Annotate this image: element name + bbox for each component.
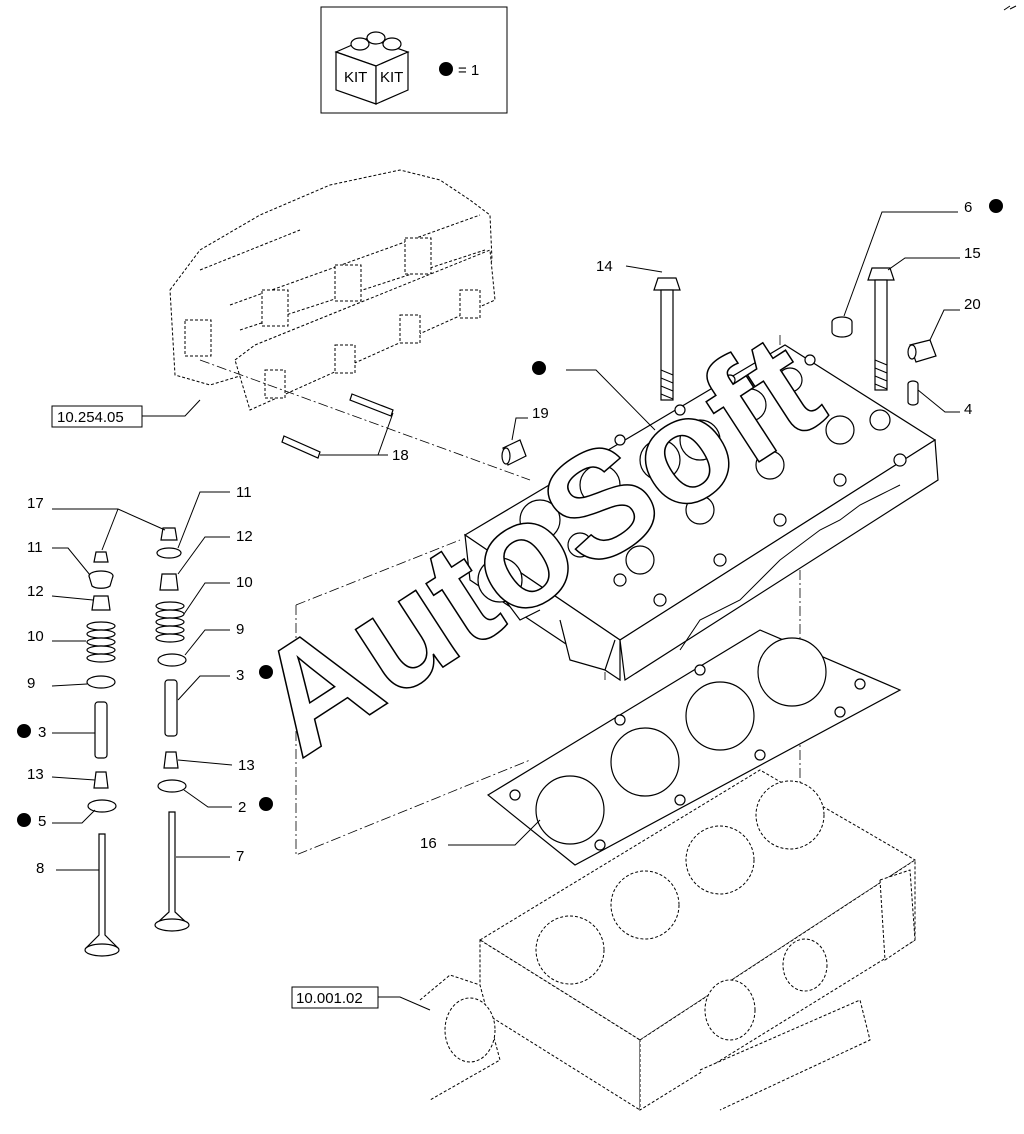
plug-6 — [831, 316, 853, 338]
callout-11-left: 11 — [27, 539, 43, 556]
callout-19: 19 — [532, 405, 549, 422]
kit-dot-head — [532, 361, 546, 375]
valve-spring-10-right — [155, 601, 185, 643]
callout-3-left: 3 — [38, 724, 46, 741]
spring-retainer-11-right — [156, 547, 182, 559]
kit-dot-6 — [989, 199, 1003, 213]
callout-10-left: 10 — [27, 628, 44, 645]
valve-train-right — [154, 527, 190, 932]
corner-mark — [1003, 5, 1017, 11]
callout-7: 7 — [236, 848, 244, 865]
bushing-20 — [907, 339, 937, 363]
valve-part-12-left — [91, 595, 111, 611]
kit-dot-2 — [259, 797, 273, 811]
ref-engine-block[interactable]: 10.001.02 — [291, 986, 431, 1011]
valve-guide-3-right — [164, 679, 178, 737]
valve-seal-13-right — [163, 751, 179, 769]
valve-guide-3-left — [94, 701, 108, 759]
ref-exhaust-manifold[interactable]: 10.254.05 — [51, 399, 201, 428]
kit-dot-icon — [439, 62, 453, 76]
head-gasket — [486, 629, 902, 866]
callout-12-left: 12 — [27, 583, 44, 600]
callout-9-right: 9 — [236, 621, 244, 638]
callout-8: 8 — [36, 860, 44, 877]
engine-block — [419, 769, 916, 1111]
kit-label-right: KIT — [380, 69, 403, 86]
valve-7 — [154, 811, 190, 925]
kit-box-icon: KIT KIT — [334, 31, 410, 105]
callout-20: 20 — [964, 296, 981, 313]
valve-part-12-right — [159, 573, 179, 591]
callout-13-right: 13 — [238, 757, 255, 774]
kit-dot-3-right — [259, 665, 273, 679]
ref-exhaust-manifold-label: 10.254.05 — [57, 409, 124, 426]
valve-train-left — [84, 551, 120, 957]
bushing-19 — [501, 439, 527, 466]
callout-6: 6 — [964, 199, 972, 216]
spring-seat-9-left — [86, 675, 116, 689]
valve-seal-13-left — [93, 771, 109, 789]
valve-keeper-17-left — [93, 551, 109, 563]
exhaust-manifold — [169, 169, 496, 411]
callout-2: 2 — [238, 799, 246, 816]
callout-14: 14 — [596, 258, 613, 275]
callout-4: 4 — [964, 401, 972, 418]
callout-13-left: 13 — [27, 766, 44, 783]
kit-dot-5 — [17, 813, 31, 827]
callout-15: 15 — [964, 245, 981, 262]
kit-equals-label: = 1 — [458, 62, 479, 79]
callout-10-right: 10 — [236, 574, 253, 591]
callout-17: 17 — [27, 495, 44, 512]
valve-seat-2 — [157, 779, 187, 793]
valve-seat-5-left — [87, 799, 117, 813]
valve-spring-10-left — [86, 621, 116, 663]
callout-3-right: 3 — [236, 667, 244, 684]
callout-12-right: 12 — [236, 528, 253, 545]
callout-16: 16 — [420, 835, 437, 852]
callout-9-left: 9 — [27, 675, 35, 692]
kit-legend: KIT KIT = 1 — [320, 6, 508, 114]
spring-seat-9-right — [157, 653, 187, 667]
stud-18 — [281, 393, 394, 459]
valve-8 — [84, 833, 120, 949]
callout-18: 18 — [392, 447, 409, 464]
kit-label-left: KIT — [344, 69, 367, 86]
cylinder-head — [463, 344, 939, 682]
spring-retainer-11-left — [88, 575, 114, 589]
kit-dot-3-left — [17, 724, 31, 738]
callout-11-right: 11 — [236, 484, 252, 501]
dowel-4 — [907, 380, 919, 406]
callout-5: 5 — [38, 813, 46, 830]
ref-engine-block-label: 10.001.02 — [296, 990, 363, 1007]
head-bolt-14 — [653, 277, 681, 401]
head-bolt-15 — [867, 267, 895, 391]
valve-keeper-17-right — [160, 527, 178, 541]
